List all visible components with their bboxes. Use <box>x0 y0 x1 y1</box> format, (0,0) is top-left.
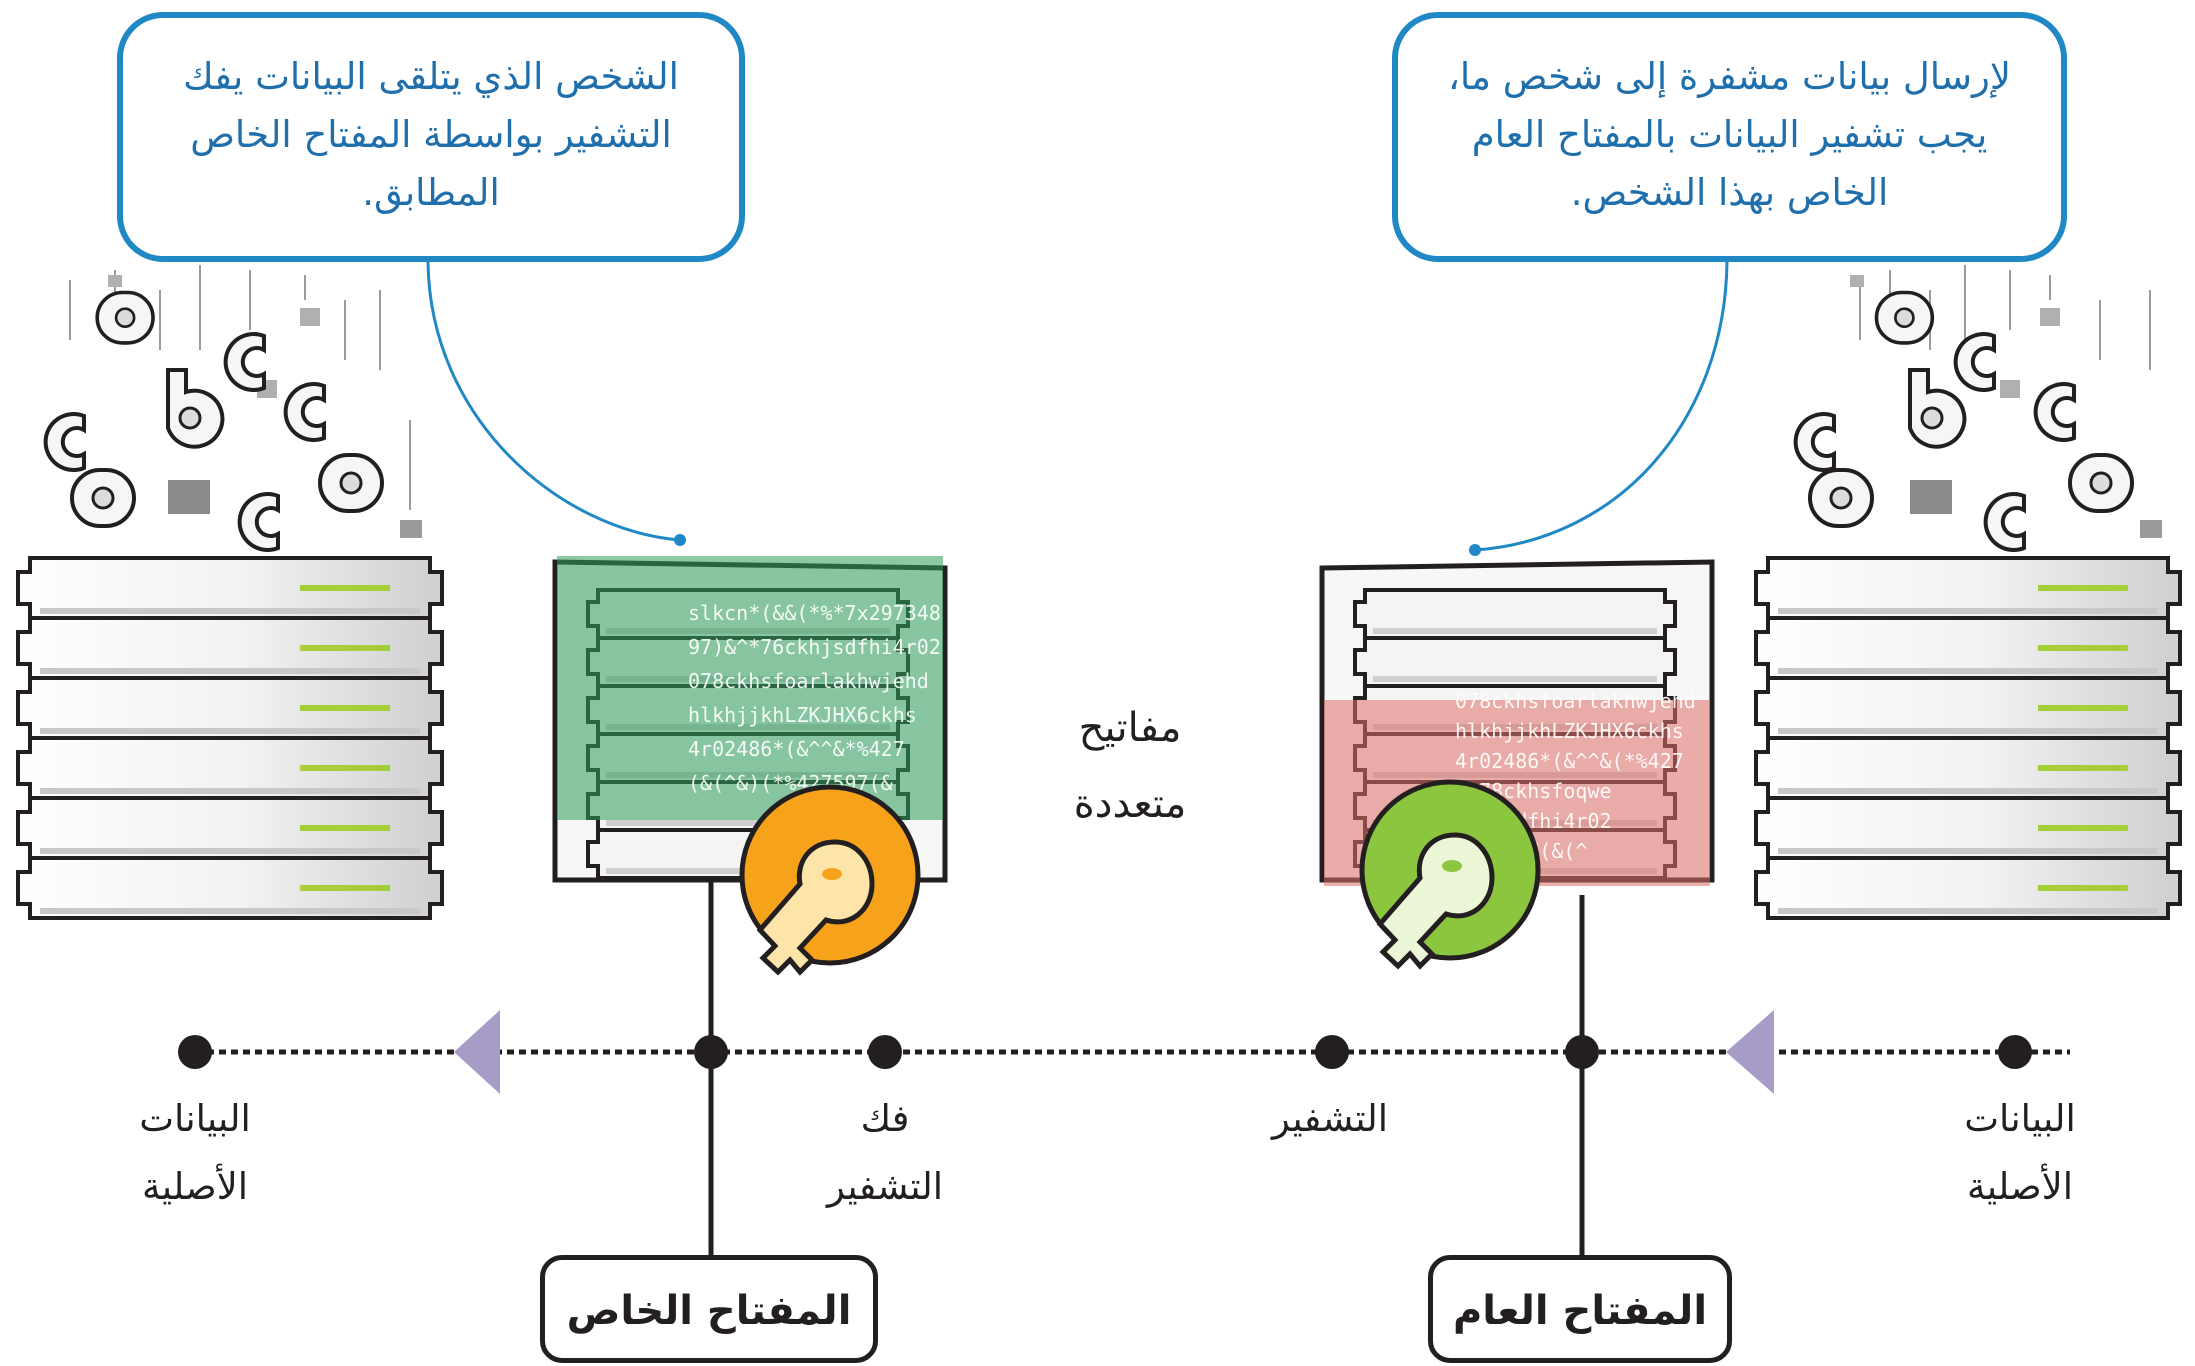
label-decryption: فك التشفير <box>800 1085 970 1221</box>
leader-dot-right <box>1469 544 1481 556</box>
cipher-green-line: slkcn*(&&(*%*7x297348 <box>688 601 941 625</box>
arrow-left-icon <box>454 1010 500 1094</box>
label-original-right-line-1: البيانات <box>1964 1097 2076 1140</box>
leader-dot-left <box>674 534 686 546</box>
multiple-keys-label: مفاتيح متعددة <box>1030 690 1230 842</box>
callout-receiver: الشخص الذي يتلقى البيانات يفك التشفير بو… <box>117 12 745 262</box>
leader-line-right <box>1474 261 1729 552</box>
data-particles-left-icon <box>43 265 422 552</box>
label-encryption: التشفير <box>1240 1085 1420 1153</box>
node-encryption <box>1315 1035 1349 1069</box>
public-key-label-box: المفتاح العام <box>1428 1255 1732 1363</box>
cipher-red-line: hlkhjjkhLZKJHX6ckhs <box>1455 719 1684 743</box>
original-data-stack-left <box>16 556 444 920</box>
callout-receiver-line-2: التشفير بواسطة المفتاح الخاص <box>190 113 672 156</box>
public-key-icon <box>1359 779 1541 970</box>
original-data-stack-right <box>1754 556 2182 920</box>
node-private <box>694 1035 728 1069</box>
arrow-right-icon <box>1726 1010 1774 1094</box>
cipher-red-line: 4r02486*(&^^&(*%427 <box>1455 749 1684 773</box>
encrypted-overlay-green <box>557 556 943 820</box>
callout-sender-line-3: الخاص بهذا الشخص. <box>1570 171 1889 214</box>
label-decryption-line-2: التشفير <box>826 1165 944 1208</box>
callout-sender-line-2: يجب تشفير البيانات بالمفتاح العام <box>1471 113 1988 156</box>
cipher-text-green: slkcn*(&&(*%*7x297348 97)&^*76ckhjsdfhi4r… <box>688 601 941 795</box>
data-particles-right-icon <box>1793 265 2162 552</box>
label-original-data-left: البيانات الأصلية <box>90 1085 300 1221</box>
callout-sender-line-1: لإرسال بيانات مشفرة إلى شخص ما، <box>1447 55 2012 98</box>
private-key-label-box: المفتاح الخاص <box>540 1255 878 1363</box>
label-encryption-text: التشفير <box>1271 1097 1389 1140</box>
cipher-green-line: hlkhjjkhLZKJHX6ckhs <box>688 703 917 727</box>
label-original-data-right: البيانات الأصلية <box>1915 1085 2125 1221</box>
callout-receiver-line-1: الشخص الذي يتلقى البيانات يفك <box>183 55 679 98</box>
multiple-keys-line-1: مفاتيح <box>1078 705 1182 751</box>
node-original-left <box>178 1035 212 1069</box>
callout-sender: لإرسال بيانات مشفرة إلى شخص ما، يجب تشفي… <box>1392 12 2067 262</box>
node-decryption <box>868 1035 902 1069</box>
multiple-keys-line-2: متعددة <box>1073 781 1187 827</box>
callout-receiver-line-3: المطابق. <box>362 171 500 214</box>
leader-line-left <box>426 261 681 542</box>
private-key-icon <box>739 784 921 976</box>
node-original-right <box>1998 1035 2032 1069</box>
node-public <box>1565 1035 1599 1069</box>
cipher-red-line: 078ckhsfoarlakhwjehd <box>1455 689 1696 713</box>
label-original-left-line-1: البيانات <box>139 1097 251 1140</box>
cipher-green-line: 97)&^*76ckhjsdfhi4r02 <box>688 635 941 659</box>
cipher-green-line: 4r02486*(&^^&*%427 <box>688 737 905 761</box>
label-original-right-line-2: الأصلية <box>1966 1165 2074 1208</box>
label-original-left-line-2: الأصلية <box>141 1165 249 1208</box>
cipher-green-line: 078ckhsfoarlakhwjehd <box>688 669 929 693</box>
label-decryption-line-1: فك <box>860 1097 910 1140</box>
